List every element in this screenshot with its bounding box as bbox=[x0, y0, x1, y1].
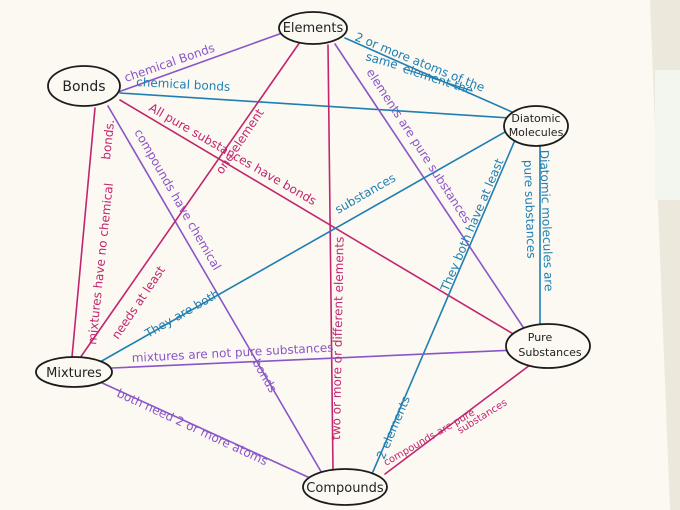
edge-bonds-pure bbox=[119, 99, 521, 339]
edge-mixtures-compounds bbox=[99, 381, 311, 479]
edge-diatomic-mixtures bbox=[99, 127, 513, 363]
node-compounds: Compounds bbox=[302, 468, 388, 506]
node-bonds: Bonds bbox=[47, 65, 121, 107]
node-compounds-label: Compounds bbox=[306, 481, 384, 496]
edge-bonds-diatomic bbox=[119, 92, 511, 119]
node-mixtures-label: Mixtures bbox=[46, 366, 102, 381]
edge-elements-mixtures bbox=[79, 41, 301, 359]
node-elements: Elements bbox=[278, 11, 348, 45]
node-diatomic-molecules: Diatomic Molecules bbox=[503, 105, 569, 147]
node-elements-label: Elements bbox=[283, 21, 344, 36]
edge-bonds-compounds bbox=[107, 105, 324, 476]
edge-elements-pure bbox=[334, 43, 526, 331]
label-diatomic-pure-line1: Diatomic molecules are bbox=[537, 150, 556, 292]
edge-bonds-mixtures bbox=[71, 107, 96, 358]
label-bonds-diatomic: chemical bonds bbox=[136, 75, 231, 94]
node-diatomic-label-line2: Molecules bbox=[509, 126, 564, 139]
label-bonds-mixtures-line2: bonds. bbox=[99, 119, 117, 160]
node-pure-substances: Pure Substances bbox=[505, 323, 591, 369]
node-mixtures: Mixtures bbox=[35, 356, 113, 388]
edge-bonds-elements bbox=[109, 31, 286, 96]
label-elements-compounds: two or more or different elements bbox=[329, 237, 347, 440]
node-diatomic-label-line1: Diatomic bbox=[511, 112, 560, 125]
node-pure-label-line1: Pure bbox=[528, 331, 553, 344]
underlying-notebook-page bbox=[655, 70, 680, 200]
edge-elements-diatomic bbox=[344, 37, 513, 113]
label-diatomic-pure-line2: pure substances bbox=[521, 160, 538, 259]
edge-elements-compounds bbox=[327, 44, 334, 471]
edge-mixtures-pure bbox=[111, 349, 516, 369]
node-pure-label-line2: Substances bbox=[518, 346, 582, 359]
node-bonds-label: Bonds bbox=[62, 79, 105, 95]
edge-compounds-pure bbox=[384, 364, 531, 475]
edge-diatomic-compounds bbox=[371, 139, 516, 475]
